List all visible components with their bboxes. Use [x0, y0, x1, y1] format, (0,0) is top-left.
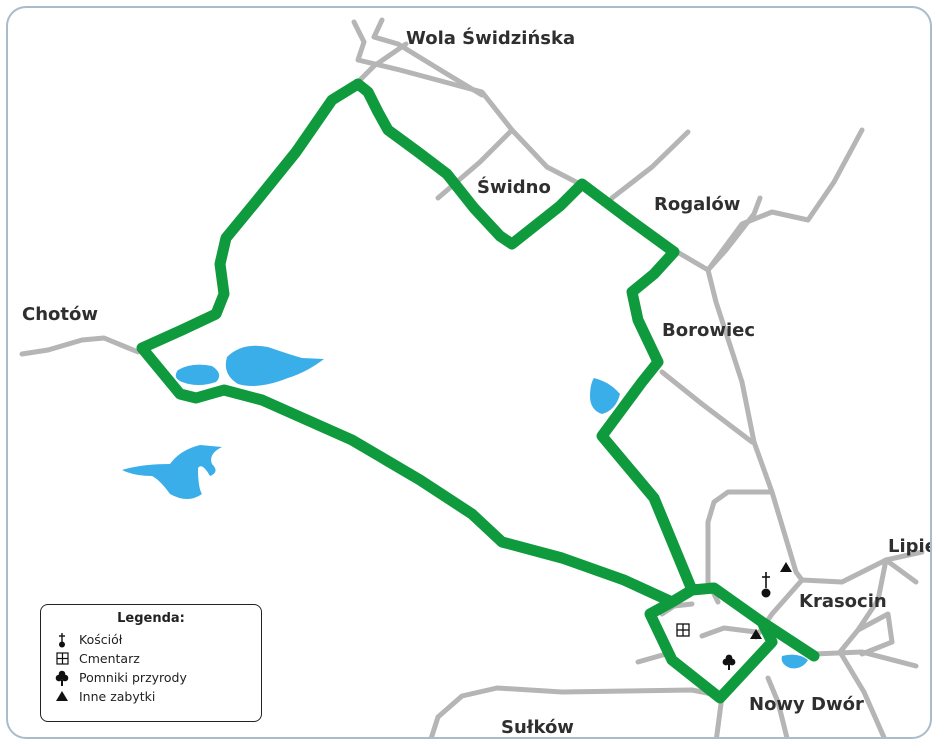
monument-triangle-icon: [51, 691, 73, 702]
legend-item-monument: Inne zabytki: [51, 687, 251, 706]
road: [357, 41, 409, 83]
cemetery-icon: [676, 623, 690, 637]
map-canvas: Wola Świdzińska Świdno Rogalów Chotów Bo…: [19, 17, 932, 738]
hiking-route: [136, 78, 820, 704]
legend-item-tree: Pomniki przyrody: [51, 668, 251, 687]
place-label-sulkow: Sułków: [501, 717, 574, 738]
legend-item-church: Kościół: [51, 630, 251, 649]
road: [428, 685, 725, 737]
route-main-loop: [136, 78, 820, 704]
pond: [225, 345, 324, 386]
road: [635, 651, 669, 665]
place-label-lipie: Lipie: [888, 536, 932, 557]
place-label-swidno: Świdno: [477, 176, 551, 198]
place-labels: Wola Świdzińska Świdno Rogalów Chotów Bo…: [22, 27, 932, 738]
road: [609, 129, 691, 201]
road: [855, 611, 895, 657]
road: [19, 335, 141, 357]
place-label-wola-swidzinska: Wola Świdzińska: [406, 27, 575, 49]
pond: [175, 364, 220, 385]
place-label-krasocin: Krasocin: [799, 591, 887, 612]
cemetery-icon: [51, 652, 73, 665]
road: [705, 195, 763, 273]
map-legend: Legenda: Kościół Cmentarz Pomniki przyro…: [40, 604, 262, 722]
road: [811, 649, 919, 669]
tree-icon: [722, 654, 736, 670]
legend-label: Cmentarz: [79, 651, 140, 666]
tree-icon: [51, 670, 73, 686]
water-bodies: [122, 345, 808, 669]
map-frame: Wola Świdzińska Świdno Rogalów Chotów Bo…: [6, 6, 932, 739]
monument-triangle-icon: [780, 562, 792, 572]
legend-label: Pomniki przyrody: [79, 670, 187, 685]
pond: [122, 445, 222, 499]
legend-label: Inne zabytki: [79, 689, 156, 704]
place-label-borowiec: Borowiec: [662, 320, 755, 341]
legend-label: Kościół: [79, 632, 123, 647]
church-icon: [761, 572, 771, 598]
pond: [590, 378, 620, 414]
road: [371, 17, 485, 98]
place-label-rogalow: Rogalów: [654, 194, 740, 215]
road: [705, 267, 805, 583]
road: [837, 649, 887, 737]
road: [837, 557, 889, 655]
road: [699, 625, 759, 639]
legend-title: Legenda:: [117, 611, 185, 626]
church-icon: [51, 632, 73, 648]
place-label-nowy-dwor: Nowy Dwór: [749, 694, 864, 715]
monument-triangle-icon: [750, 629, 762, 639]
pond: [781, 654, 808, 669]
legend-item-cemetery: Cmentarz: [51, 649, 251, 668]
road: [659, 369, 755, 445]
road: [883, 557, 919, 585]
road: [714, 693, 725, 737]
road: [799, 549, 925, 585]
road: [351, 19, 865, 273]
place-label-chotow: Chotów: [22, 304, 98, 325]
road: [765, 675, 790, 737]
